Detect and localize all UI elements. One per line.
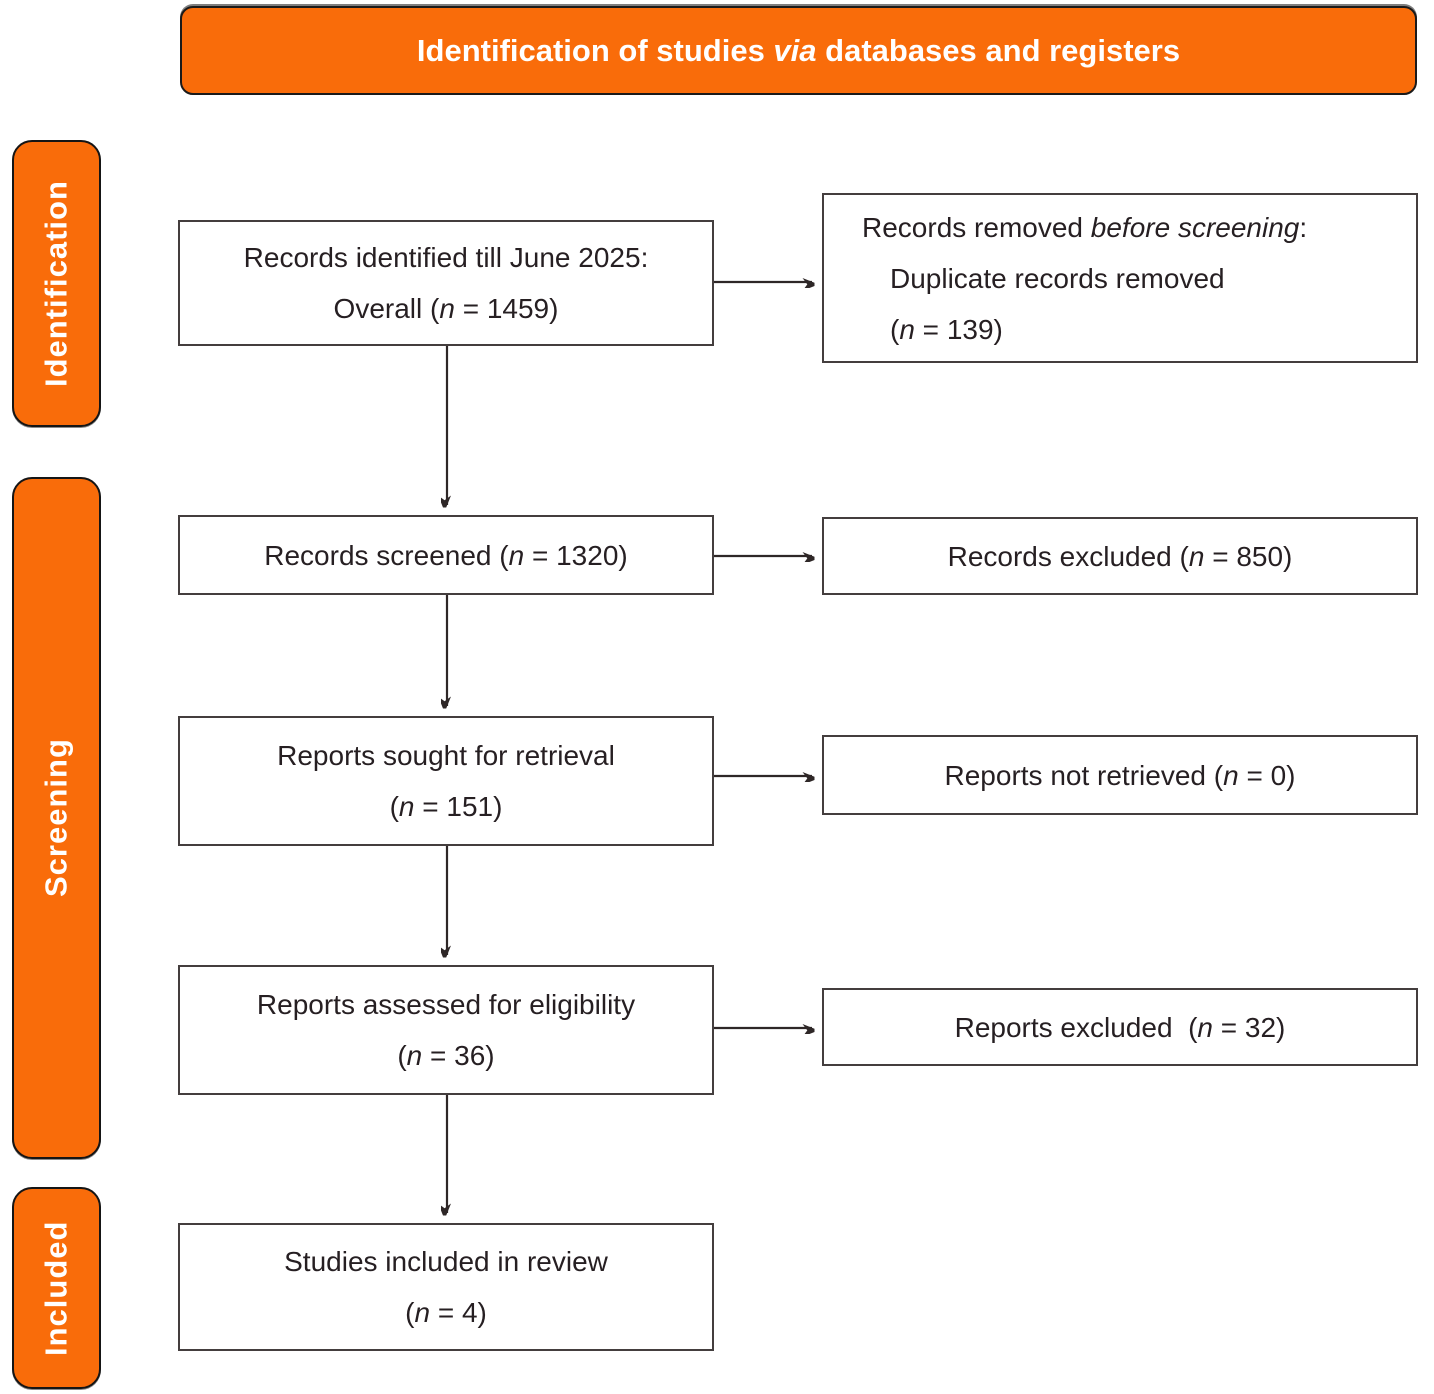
italic-text-segment: via <box>773 32 817 68</box>
text-segment: Reports sought for retrieval <box>277 740 615 771</box>
italic-text-segment: n <box>899 313 915 345</box>
box-reports-not-retrieved: Reports not retrieved (n = 0) <box>822 735 1418 815</box>
text-segment: Reports not retrieved ( <box>944 759 1224 791</box>
text-segment: Identification of studies <box>416 32 774 68</box>
box-records-identified: Records identified till June 2025: Overal… <box>178 220 714 346</box>
text-segment: ( <box>890 313 900 345</box>
text-segment: Reports assessed for eligibility <box>256 989 636 1020</box>
text-line: (n = 4) <box>180 1287 712 1338</box>
text-segment: ( <box>389 791 399 822</box>
box-records-screened: Records screened (n = 1320) <box>178 515 714 595</box>
italic-text-segment: n <box>398 791 415 822</box>
text-line: Records excluded (n = 850) <box>824 531 1416 582</box>
box-reports-excluded: Reports excluded (n = 32) <box>822 988 1418 1066</box>
text-line: Records removed before screening: <box>824 202 1416 253</box>
box-records-removed: Records removed before screening: Duplica… <box>822 193 1418 363</box>
box-studies-included: Studies included in review (n = 4) <box>178 1223 714 1351</box>
text-segment: = 4) <box>430 1297 487 1328</box>
italic-text-segment: n <box>406 1040 423 1071</box>
text-segment: = 850) <box>1204 540 1293 572</box>
text-line: Reports sought for retrieval <box>180 730 712 781</box>
text-segment: = 139) <box>914 313 1003 345</box>
text-segment: = 0) <box>1238 759 1296 791</box>
text-line: Overall (n = 1459) <box>180 283 712 334</box>
text-segment: : <box>1299 211 1308 243</box>
banner-title: Identification of studies via databases … <box>180 6 1417 95</box>
text-segment: ( <box>397 1040 407 1071</box>
text-line: Reports excluded (n = 32) <box>824 1002 1416 1053</box>
text-segment: Duplicate records removed <box>890 262 1225 294</box>
box-reports-sought: Reports sought for retrieval (n = 151) <box>178 716 714 846</box>
box-reports-assessed: Reports assessed for eligibility (n = 36) <box>178 965 714 1095</box>
text-line: Identification of studies via databases … <box>417 33 1180 69</box>
italic-text-segment: n <box>439 293 455 324</box>
text-segment: = 36) <box>422 1040 495 1071</box>
text-segment: Reports excluded ( <box>954 1011 1198 1043</box>
text-line: (n = 151) <box>180 781 712 832</box>
text-line: Records identified till June 2025: <box>180 232 712 283</box>
text-segment: ( <box>405 1297 415 1328</box>
italic-text-segment: n <box>508 539 525 571</box>
text-segment: = 151) <box>414 791 503 822</box>
text-line: Reports not retrieved (n = 0) <box>824 750 1416 801</box>
text-line: (n = 139) <box>824 304 1416 355</box>
stage-label-identification: Identification <box>12 140 101 427</box>
stage-label-included: Included <box>12 1187 101 1389</box>
text-line: Reports assessed for eligibility <box>180 979 712 1030</box>
text-line: Duplicate records removed <box>824 253 1416 304</box>
text-segment: Studies included in review <box>284 1246 608 1277</box>
text-segment: = 1320) <box>524 539 628 571</box>
italic-text-segment: n <box>1223 759 1239 791</box>
italic-text-segment: n <box>1197 1011 1213 1043</box>
text-segment: Records excluded ( <box>947 540 1189 572</box>
text-line: Studies included in review <box>180 1236 712 1287</box>
text-segment: = 1459) <box>454 293 559 324</box>
text-segment: databases and registers <box>816 32 1181 68</box>
text-line: Records screened (n = 1320) <box>180 530 712 581</box>
box-records-excluded: Records excluded (n = 850) <box>822 517 1418 595</box>
text-segment: Records screened ( <box>264 539 509 571</box>
stage-label-screening: Screening <box>12 477 101 1159</box>
text-segment: Records identified till June 2025: <box>243 242 649 273</box>
italic-text-segment: n <box>1188 540 1205 572</box>
text-segment: = 32) <box>1212 1011 1286 1043</box>
text-segment: Overall ( <box>333 293 440 324</box>
text-segment: Records removed <box>862 211 1091 243</box>
text-line: (n = 36) <box>180 1030 712 1081</box>
italic-text-segment: before screening <box>1090 211 1300 243</box>
italic-text-segment: n <box>414 1297 431 1328</box>
